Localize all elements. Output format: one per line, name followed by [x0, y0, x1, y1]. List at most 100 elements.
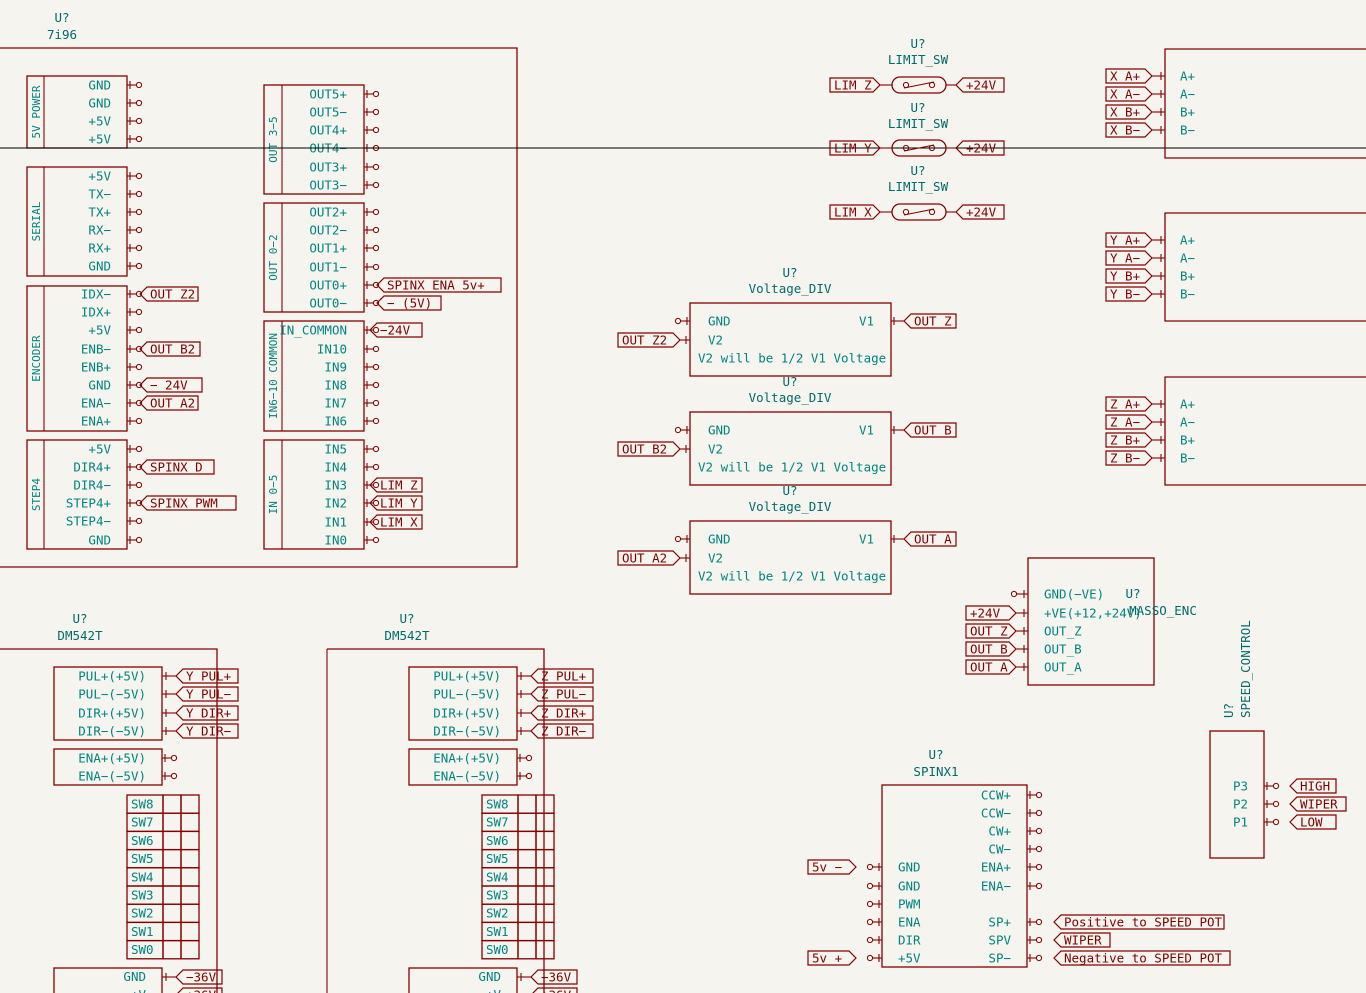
mesa-out02-pin: OUT0+ [309, 278, 347, 293]
switch-contact [903, 144, 935, 152]
label-plus-24v-flag [955, 140, 1005, 156]
pin-end-circle [1035, 809, 1043, 817]
pin-end-circle [372, 463, 380, 471]
pin-end-circle [135, 326, 143, 334]
dip-switch-label: SW2 [486, 906, 509, 921]
pin-end-circle [372, 126, 380, 134]
mesa-in610-title: IN6−10 COMMON [267, 333, 280, 419]
label-motor-coil-flag [1105, 414, 1153, 430]
masso-ref: U? [1125, 586, 1140, 601]
label-out-a2: OUT_A2 [150, 396, 195, 411]
label-out-b2-flag [139, 341, 201, 357]
driver-pin: PUL−(−5V) [78, 687, 146, 702]
pin-end-circle [135, 244, 143, 252]
mesa-in05-title: IN 0−5 [267, 475, 280, 515]
dip-switch-label: SW8 [486, 797, 509, 812]
divider-ref: U? [782, 483, 797, 498]
dip-switch-label: SW7 [486, 815, 509, 830]
label-5v-plus-flag [807, 950, 857, 966]
label-driver-signal-flag [175, 686, 239, 702]
label-minus-24v-common: −24V [380, 323, 411, 338]
pin-end-circle [372, 181, 380, 189]
label-masso-flag [965, 623, 1017, 639]
label-driver-signal: Y_DIR+ [186, 706, 231, 721]
dip-switch-label: SW0 [131, 942, 154, 957]
driver-value: DM542T [384, 628, 430, 643]
label-minus-36v: −36V [186, 970, 217, 985]
driver-frame [327, 648, 545, 993]
label-driver-signal: Z_PUL− [541, 687, 586, 702]
pin-end-circle [170, 772, 178, 780]
mesa-in610-pin: IN7 [324, 396, 347, 411]
divider-gnd: GND [708, 423, 731, 438]
label-motor-coil: Z_B+ [1110, 433, 1140, 448]
label-lim-x: LIM_X [380, 515, 418, 530]
pin-end-circle [674, 426, 682, 434]
dip-switch-slot [162, 794, 182, 814]
driver-pin: PUL+(+5V) [78, 669, 146, 684]
label-speed-pot: LOW [1300, 815, 1323, 830]
mesa-out02-pin: OUT0− [309, 296, 347, 311]
pin-end-circle [372, 244, 380, 252]
label-motor-coil: X_B+ [1110, 105, 1140, 120]
pin-end-circle [928, 144, 936, 152]
pin-end-circle [135, 226, 143, 234]
mesa-serial-title: SERIAL [30, 201, 43, 241]
driver-pin: PUL+(+5V) [433, 669, 501, 684]
label-motor-coil-flag [1105, 450, 1153, 466]
masso-pin: OUT_B [1044, 642, 1082, 657]
label-spinx-ena-flag [376, 277, 502, 293]
dip-switch-slot [162, 903, 182, 924]
dip-switch-slot [517, 848, 537, 869]
label-wiper: WIPER [1064, 933, 1102, 948]
pin-end-circle [135, 117, 143, 125]
mesa-encoder-title: ENCODER [30, 335, 43, 382]
mesa-step4-pin: STEP4+ [66, 496, 111, 511]
label-driver-signal: Z_DIR+ [541, 706, 586, 721]
mesa-in05-pin: IN1 [324, 515, 347, 530]
dip-switch-slot [180, 794, 200, 814]
label-negative-speed-pot-flag [1053, 950, 1231, 966]
pin-end-circle [1035, 845, 1043, 853]
label-masso: OUT_A [970, 660, 1008, 675]
label-motor-coil: Y_A− [1110, 251, 1140, 266]
pin-end-circle [372, 417, 380, 425]
label-speed-pot: WIPER [1300, 797, 1338, 812]
mesa-in05-pin: IN2 [324, 496, 347, 511]
label-motor-coil: Y_B− [1110, 287, 1140, 302]
dip-switch-label: SW4 [486, 869, 509, 884]
driver-power-box [408, 967, 518, 993]
label-motor-coil-flag [1105, 104, 1153, 120]
label-driver-signal-flag [530, 723, 594, 739]
mesa-power-pin: +5V [88, 132, 111, 147]
pin-end-circle [1010, 590, 1018, 598]
motor-pin: B+ [1180, 105, 1195, 120]
masso-pin: OUT_A [1044, 660, 1082, 675]
limit-sw-value: LIMIT_SW [888, 116, 949, 131]
mesa-serial-pin: RX+ [88, 241, 111, 256]
dip-switch-label: SW6 [131, 833, 154, 848]
motor-pin: A+ [1180, 397, 1195, 412]
label-divider-out-flag [617, 550, 681, 566]
pin-end-circle [372, 299, 380, 307]
label-spinx-ena: SPINX ENA 5v+ [387, 278, 485, 293]
driver-pin: DIR+(+5V) [78, 706, 146, 721]
dip-switch-slot [535, 939, 555, 960]
label-minus-5v: − (5V) [387, 296, 432, 311]
pin-end-circle [135, 308, 143, 316]
mesa-encoder-pin: IDX− [81, 287, 111, 302]
label-divider-in-flag [903, 313, 957, 329]
dip-switch-slot [535, 794, 555, 814]
pin-end-circle [1035, 954, 1043, 962]
masso-pin: OUT_Z [1044, 624, 1082, 639]
dip-switch-label: SW3 [486, 888, 509, 903]
pin-end-circle [372, 445, 380, 453]
motor-pin: A+ [1180, 69, 1195, 84]
mesa-out02-pin: OUT1− [309, 260, 347, 275]
divider-v1: V1 [859, 423, 874, 438]
speed-pin: P3 [1233, 779, 1248, 794]
pin-end-circle [135, 417, 143, 425]
mesa-encoder-pin: GND [88, 378, 111, 393]
divider-v2: V2 [708, 333, 723, 348]
pin-end-circle [135, 381, 143, 389]
